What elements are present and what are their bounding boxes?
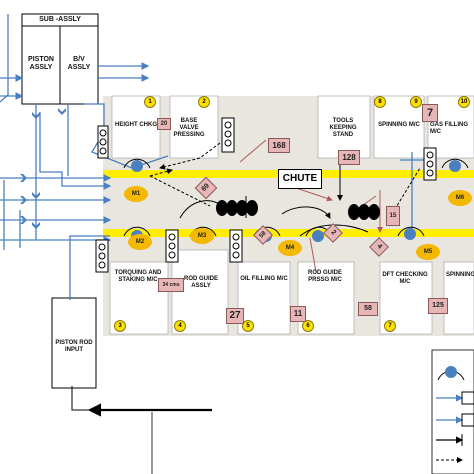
station-label-rgp: ROD GUIDE PRSSG M/C [307,270,342,283]
station-label-height: HEIGHT CHKG [115,122,157,128]
machine-m1: M1 [124,186,148,202]
subassy-right: B/V ASSLY [67,56,91,72]
chute-label: CHUTE [278,169,322,189]
dist-15: 15 [386,206,400,226]
station-box-2 [169,95,219,159]
station-num-8: 8 [374,96,386,108]
station-label-dft: DFT CHECKING M/C [382,272,428,285]
tag-7: 7 [422,104,438,122]
dist-58b: 58 [358,302,378,316]
machine-m4: M4 [278,240,302,256]
station-label-spin9: SPINNING M/C [378,122,420,128]
station-box-7 [379,261,433,335]
station-num-4: 4 [174,320,186,332]
station-label-rodguide: ROD GUIDE ASSLY [183,276,218,289]
signal-light-3 [95,239,109,273]
subassy-left: PISTON ASSLY [28,56,54,72]
machine-m6: M6 [448,190,472,206]
station-label-gas: GAS FILLING M/C [430,122,468,135]
station-num-5: 5 [242,320,254,332]
tag-11: 11 [290,306,306,322]
station-num-9: 9 [410,96,422,108]
tag-125: 125 [428,298,448,314]
conveyor-bottom [103,229,474,237]
signal-light-1 [97,125,109,159]
buffer-cluster-right [348,204,380,220]
station-label-bvp: BASE VALVE PRESSING [173,118,205,138]
station-num-1: 1 [144,96,156,108]
signal-light-2 [221,117,235,153]
station-num-2: 2 [198,96,210,108]
signal-light-4 [165,229,179,263]
machine-m2: M2 [128,234,152,250]
station-num-10: 10 [458,96,470,108]
machine-m5: M5 [416,244,440,260]
station-box-8 [317,95,371,159]
tag-20: 20 [157,118,171,130]
tag-27: 27 [226,308,244,324]
dist-128: 128 [338,150,360,165]
dist-168: 168 [268,138,290,153]
station-label-torq: TORQUING AND STAKING M/C [114,270,162,283]
piston-input-label: PISTON ROD INPUT [55,340,93,353]
station-num-6: 6 [302,320,314,332]
subassy-title: SUB -ASSLY [39,16,81,23]
tag-34cms: 34 cms [158,278,184,292]
signal-light-5 [229,229,243,263]
station-num-7: 7 [384,320,396,332]
machine-m3: M3 [190,228,214,244]
signal-light-6 [423,147,437,181]
legend [431,349,474,474]
station-label-oil: OIL FILLING M/C [240,276,288,282]
piston-input-box [51,297,97,389]
station-box-spin [443,261,474,335]
station-label-spin: SPINNING [446,272,474,278]
buffer-cluster-left [216,200,258,216]
station-num-3: 3 [114,320,126,332]
station-label-tools: TOOLS KEEPING STAND [329,118,357,138]
